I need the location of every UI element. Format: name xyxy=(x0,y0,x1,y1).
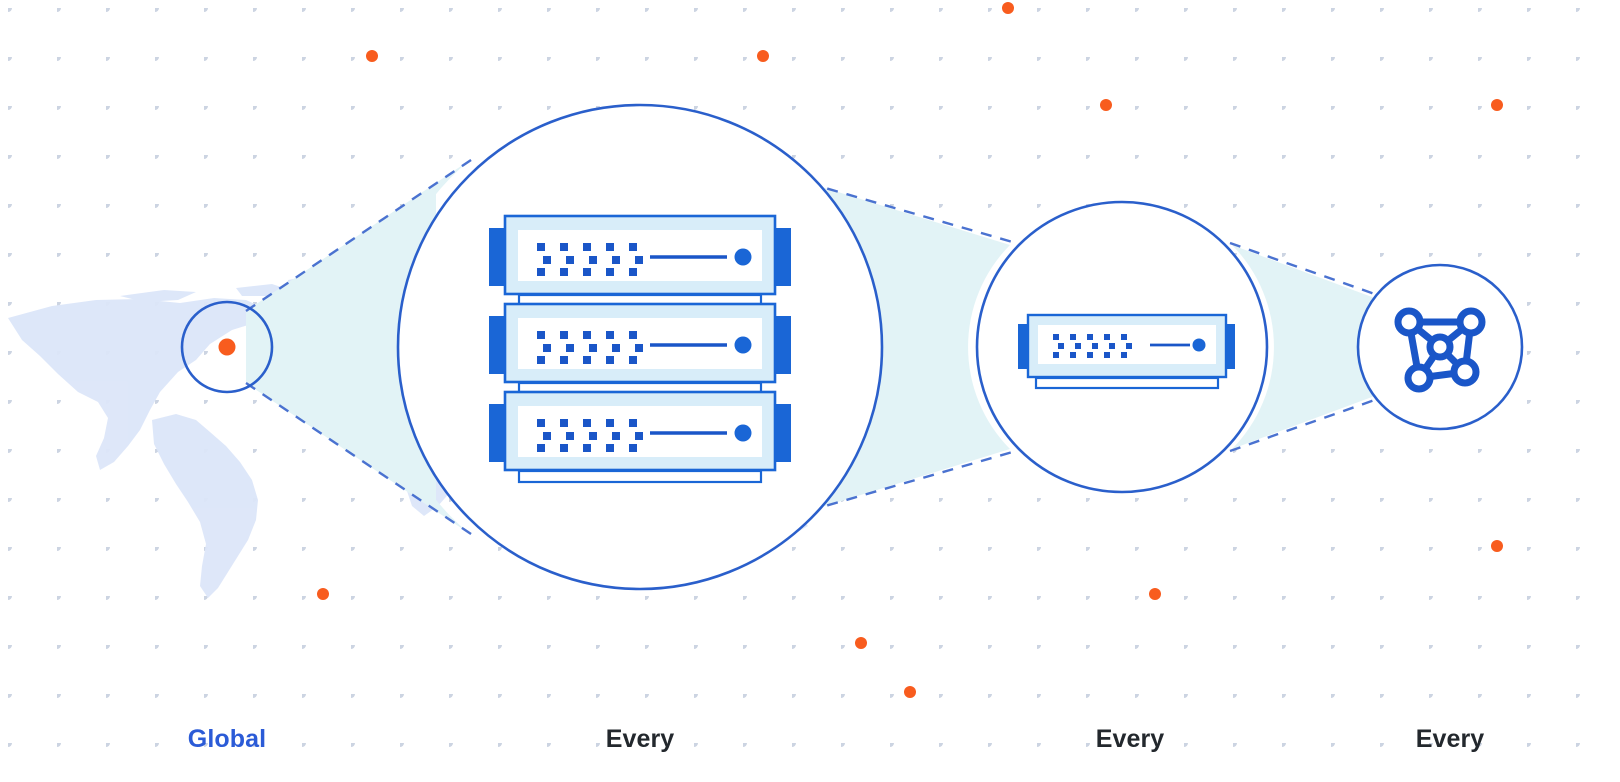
rack-unit-3-led-matrix xyxy=(537,419,643,452)
network-graph-icon xyxy=(1394,307,1486,393)
graph-node-bottom-right xyxy=(1450,357,1480,387)
rack-unit-3-status-led xyxy=(734,424,752,442)
rack-unit-1-led-matrix xyxy=(537,243,643,276)
accent-dot xyxy=(1149,588,1161,600)
dash-bottom-map-to-datacenter xyxy=(245,382,475,537)
rack-base xyxy=(517,469,763,484)
graph-node-top-right xyxy=(1456,307,1486,337)
node-global-network[interactable] xyxy=(180,300,274,394)
graph-node-bottom-left xyxy=(1404,363,1434,393)
node-every-server[interactable] xyxy=(975,200,1269,494)
globe-marker-icon xyxy=(218,338,236,356)
cone-server-to-service xyxy=(1232,245,1380,449)
accent-dot xyxy=(1491,540,1503,552)
global-network-circle xyxy=(180,300,274,394)
server-led-matrix xyxy=(1053,334,1132,358)
label-every-server-line1: Every xyxy=(1095,725,1165,753)
server-rack-icon xyxy=(489,214,791,484)
server-status-led xyxy=(1192,338,1206,352)
server-base-shelf xyxy=(1034,376,1220,390)
accent-dot xyxy=(1100,99,1112,111)
accent-dot xyxy=(757,50,769,62)
label-every-server: Every server xyxy=(1020,667,1240,782)
accent-dot xyxy=(366,50,378,62)
graph-node-center xyxy=(1426,333,1454,361)
label-global-network: Global network xyxy=(127,667,327,782)
node-every-data-center[interactable] xyxy=(396,103,884,591)
cone-map-to-datacenter-fill2 xyxy=(246,160,470,534)
node-every-service[interactable] xyxy=(1356,263,1524,431)
accent-dot xyxy=(317,588,329,600)
accent-dot xyxy=(1491,99,1503,111)
label-every-data-center-line1: Every xyxy=(605,725,675,753)
dash-bottom-datacenter-to-server xyxy=(807,449,1017,513)
dashed-guides xyxy=(245,157,1387,537)
dash-top-map-to-datacenter xyxy=(245,157,475,312)
rack-unit-2-led-matrix xyxy=(537,331,643,364)
server-unit-icon xyxy=(1018,313,1235,390)
label-every-data-center: Every data center xyxy=(520,667,760,782)
accent-dot xyxy=(855,637,867,649)
label-every-service-line1: Every xyxy=(1415,725,1485,753)
accent-dot xyxy=(1002,2,1014,14)
rack-unit-2 xyxy=(489,302,791,384)
accent-dot xyxy=(904,686,916,698)
rack-unit-3 xyxy=(489,390,791,472)
dash-top-server-to-service xyxy=(1229,241,1387,300)
label-every-service: Every service xyxy=(1340,667,1560,782)
rack-unit-1-status-led xyxy=(734,248,752,266)
rack-unit-2-status-led xyxy=(734,336,752,354)
label-global-network-line1: Global xyxy=(187,725,267,753)
dash-top-datacenter-to-server xyxy=(807,181,1017,245)
accent-dots xyxy=(317,2,1503,698)
dash-bottom-server-to-service xyxy=(1229,394,1387,453)
graph-node-top-left xyxy=(1394,307,1424,337)
rack-unit-1 xyxy=(489,214,791,296)
